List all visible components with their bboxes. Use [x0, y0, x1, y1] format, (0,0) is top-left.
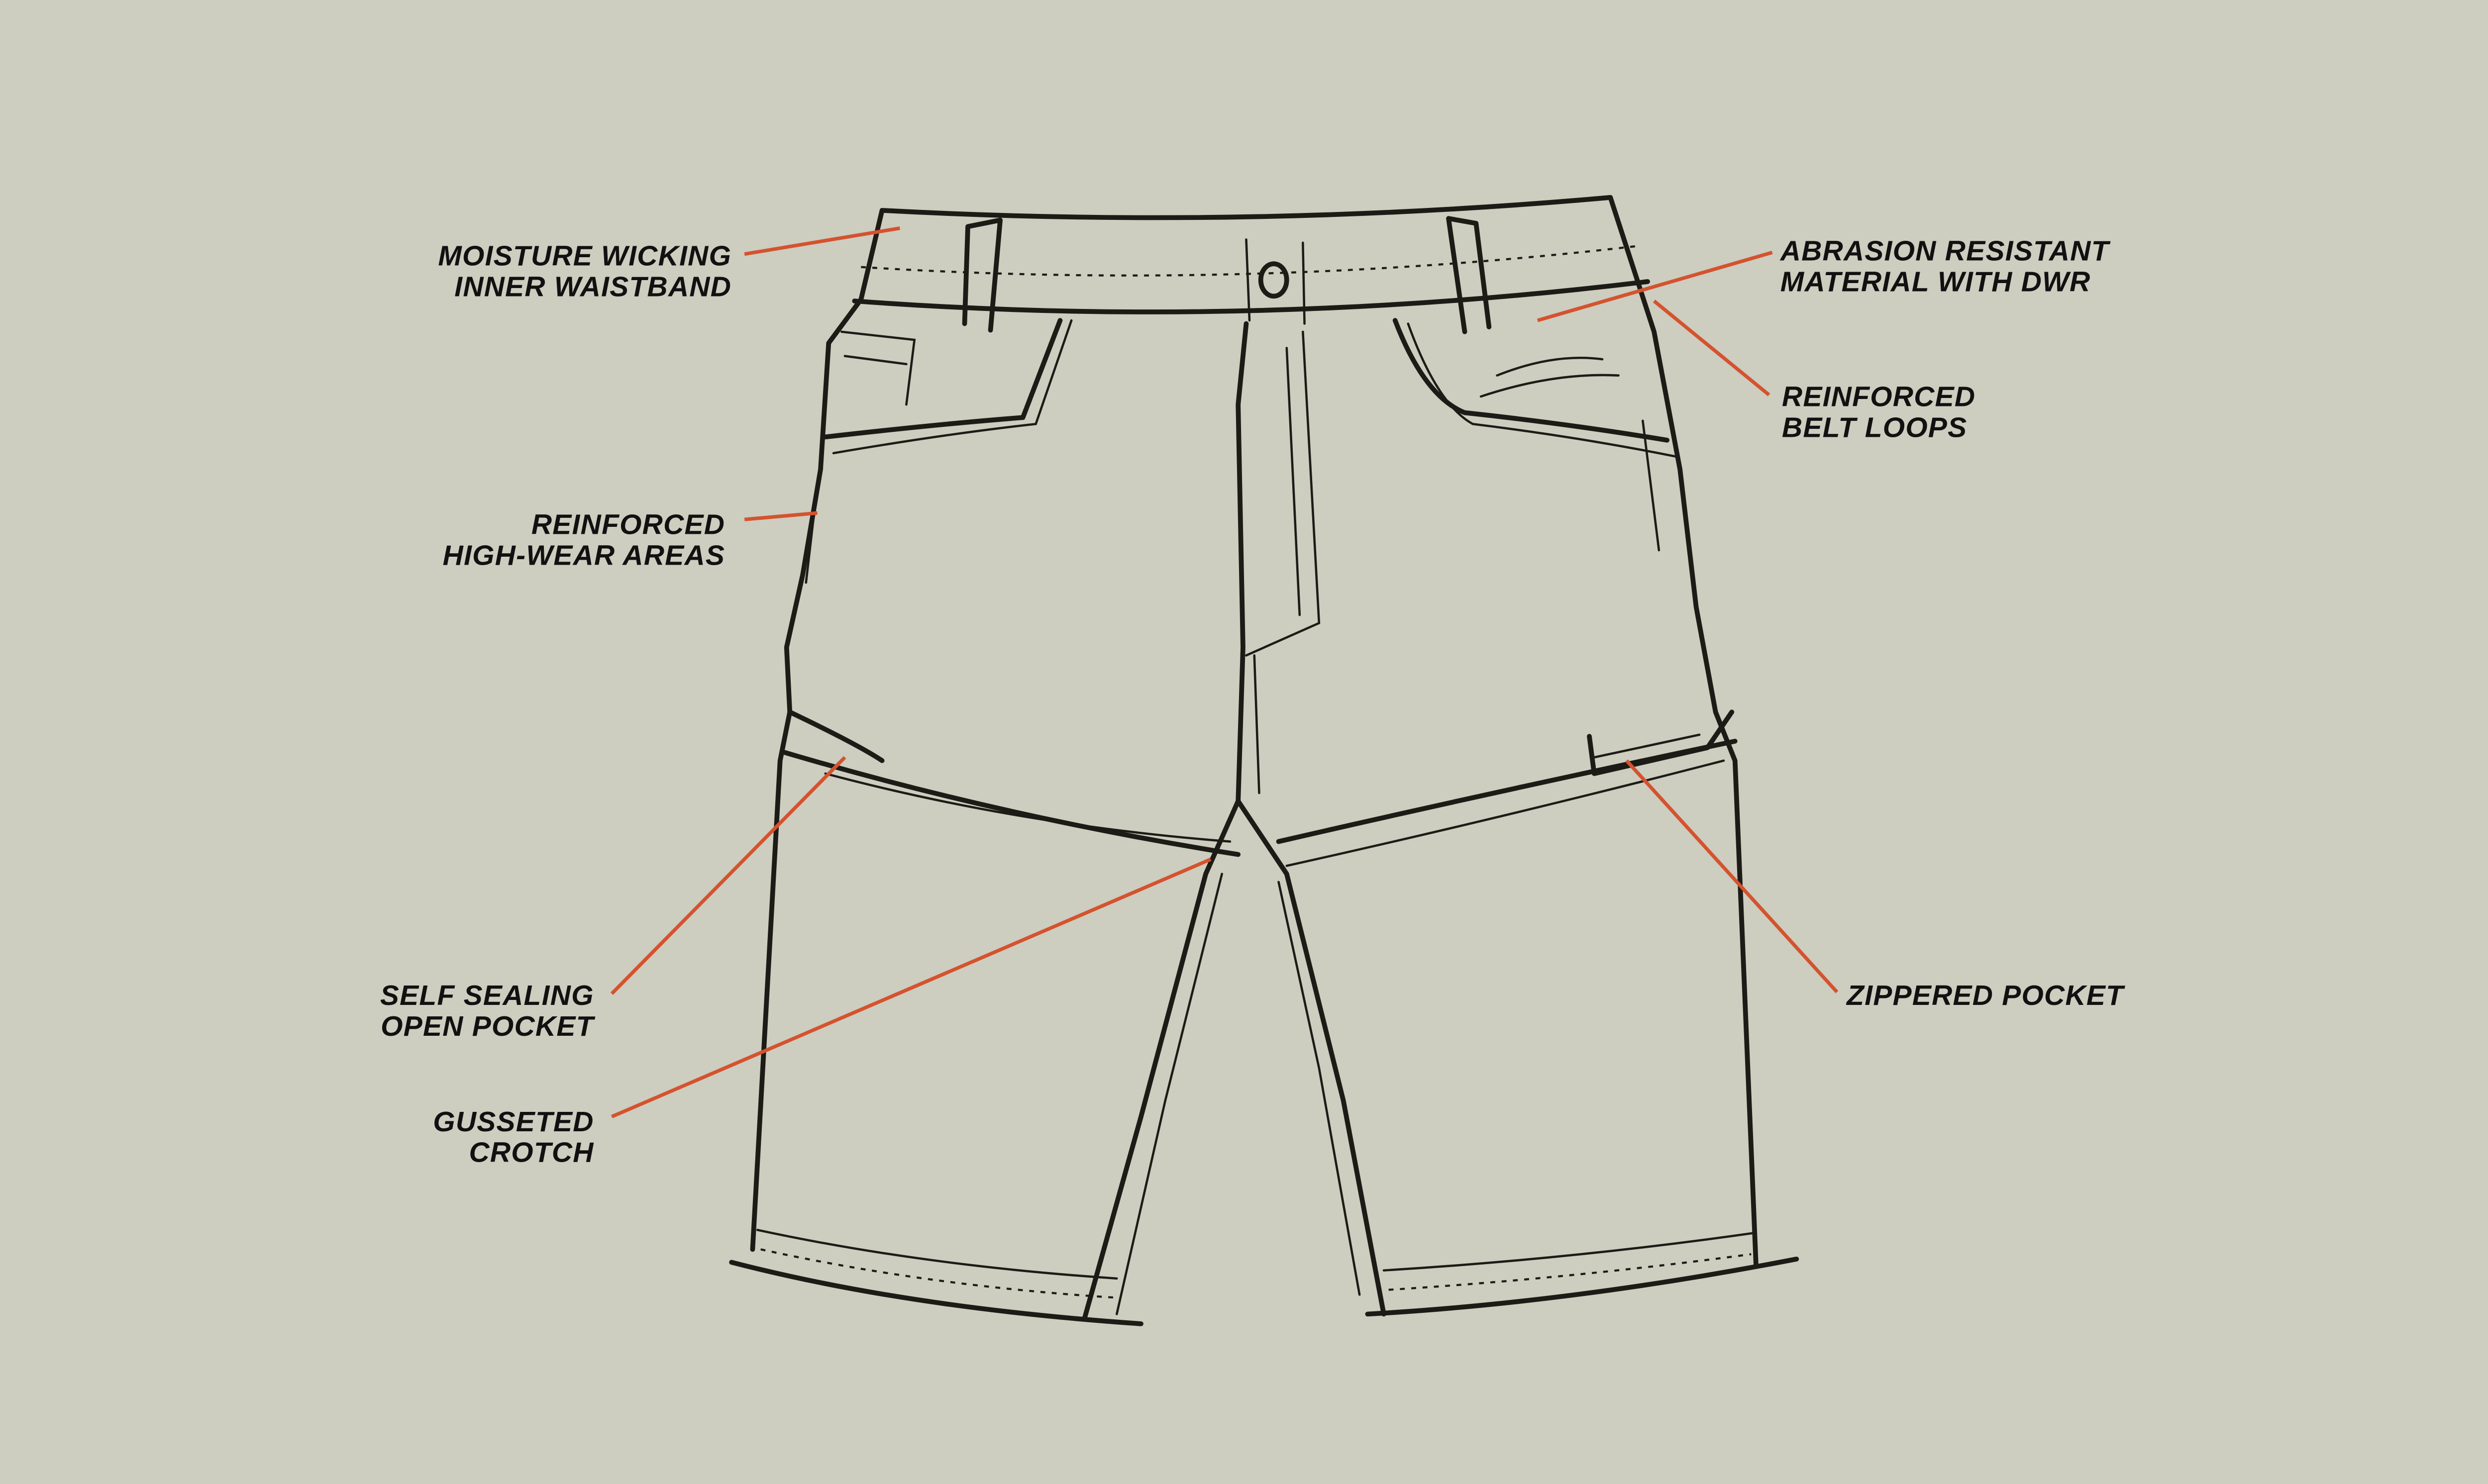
label-high-wear-line2: HIGH-WEAR AREAS: [443, 539, 725, 571]
leader-abrasion: [1537, 251, 1773, 322]
label-open-pocket-line1: SELF SEALING: [380, 980, 594, 1011]
leader-zippered-pocket: [1625, 759, 1839, 993]
label-belt-loops-line1: REINFORCED: [1782, 381, 1975, 412]
leader-crotch: [611, 858, 1212, 1118]
label-waistband-line1: MOISTURE WICKING: [438, 240, 731, 272]
button: [1258, 261, 1289, 299]
leader-high-wear: [744, 511, 818, 521]
leader-waistband: [744, 226, 901, 256]
label-open-pocket-line2: OPEN POCKET: [381, 1010, 595, 1042]
label-abrasion-line1: ABRASION RESISTANT: [1779, 235, 2111, 267]
label-zippered-pocket: ZIPPERED POCKET: [1846, 980, 2125, 1011]
leader-open-pocket: [610, 756, 846, 995]
label-belt-loops-line2: BELT LOOPS: [1782, 411, 1967, 443]
label-high-wear-line1: REINFORCED: [531, 508, 725, 540]
leader-belt-loops: [1653, 299, 1770, 396]
label-abrasion-line2: MATERIAL WITH DWR: [1780, 266, 2091, 298]
label-crotch-line1: GUSSETED: [433, 1106, 594, 1138]
callout-leader-lines: [610, 226, 1839, 1118]
label-crotch-line2: CROTCH: [469, 1137, 594, 1169]
shorts-sketch: [729, 195, 1799, 1326]
label-waistband-line2: INNER WAISTBAND: [454, 271, 731, 302]
callout-labels: MOISTURE WICKING INNER WAISTBAND REINFOR…: [380, 235, 2125, 1169]
